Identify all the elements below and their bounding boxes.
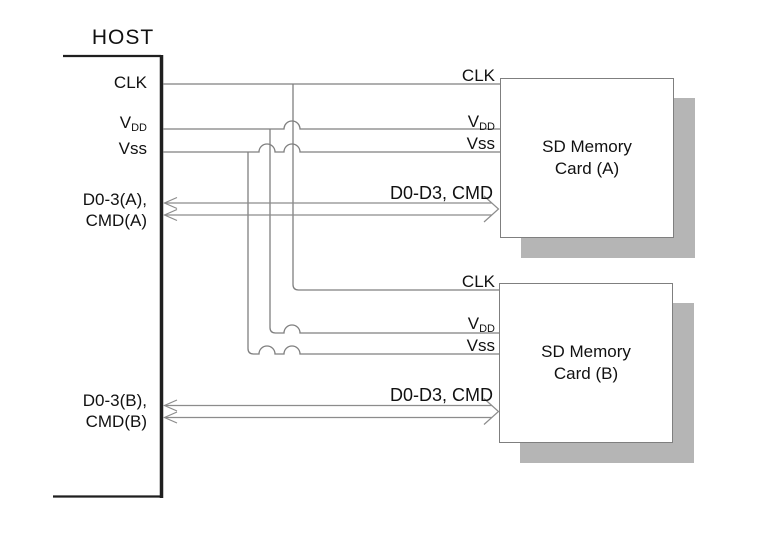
host-box-outline <box>53 54 161 498</box>
clk-wire-card-b <box>292 84 502 291</box>
host-pin-vss-label: Vss <box>118 139 147 158</box>
card-a-vdd-wire-label: VDD <box>467 112 495 133</box>
bus-a-shaft <box>164 202 492 216</box>
host-pin-clk-label: CLK <box>113 73 147 92</box>
card-a-vss-wire-label: Vss <box>466 134 495 153</box>
host-title: HOST <box>91 26 155 49</box>
bus-b-left-arrowhead-icon <box>163 399 178 424</box>
card-b-vss-wire-label: Vss <box>466 336 495 355</box>
host-bus-a-label: D0-3(A), CMD(A) <box>82 190 147 230</box>
vdd-wire-card-b <box>269 129 502 334</box>
bus-a-right-arrowhead-icon <box>483 195 500 223</box>
vss-wire-card-a <box>163 143 502 153</box>
vdd-wire-card-a <box>163 120 502 130</box>
sd-memory-card-a-box: SD Memory Card (A) <box>500 78 674 238</box>
card-b-clk-wire-label: CLK <box>461 272 495 291</box>
bus-b-shaft <box>164 404 492 419</box>
host-pin-vdd-label: VDD <box>119 113 147 134</box>
card-a-clk-wire-label: CLK <box>461 66 495 85</box>
card-a-bus-wire-label: D0-D3, CMD <box>389 183 493 203</box>
bus-b-right-arrowhead-icon <box>483 398 500 425</box>
card-b-vdd-wire-label: VDD <box>467 314 495 335</box>
card-b-bus-wire-label: D0-D3, CMD <box>389 385 493 405</box>
vss-wire-card-b <box>247 152 502 355</box>
bus-a-left-arrowhead-icon <box>163 196 178 222</box>
host-bus-b-label: D0-3(B), CMD(B) <box>82 391 147 431</box>
sd-memory-card-b-box: SD Memory Card (B) <box>499 283 673 443</box>
